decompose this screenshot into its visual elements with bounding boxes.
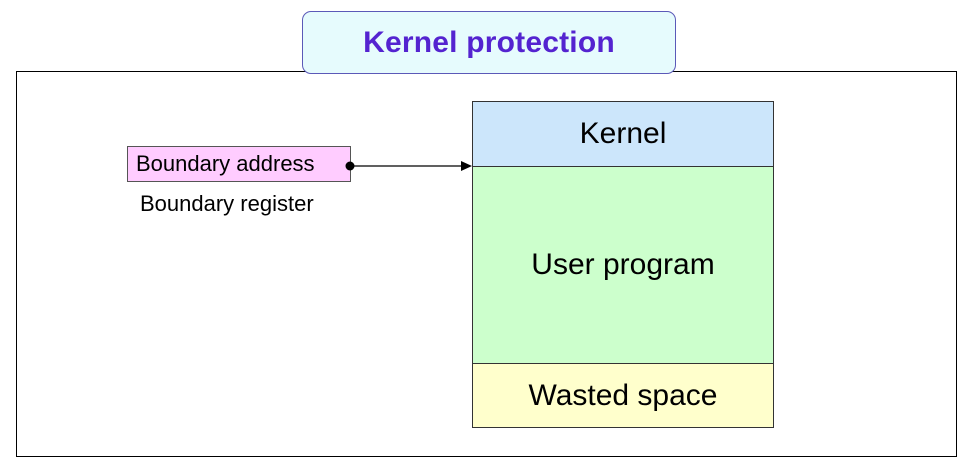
boundary-register-caption: Boundary register — [140, 191, 314, 216]
page-title: Kernel protection — [363, 25, 615, 59]
user-program-segment-label: User program — [531, 248, 715, 281]
kernel-segment-label: Kernel — [579, 117, 667, 150]
user-program-segment: User program — [473, 167, 773, 364]
memory-stack: Kernel User program Wasted space — [472, 101, 774, 428]
boundary-address-label: Boundary address — [136, 151, 315, 176]
boundary-register-box: Boundary address — [127, 146, 351, 182]
kernel-segment: Kernel — [473, 102, 773, 167]
title-box: Kernel protection — [302, 11, 676, 74]
wasted-space-segment-label: Wasted space — [528, 378, 718, 412]
wasted-space-segment: Wasted space — [473, 364, 773, 427]
